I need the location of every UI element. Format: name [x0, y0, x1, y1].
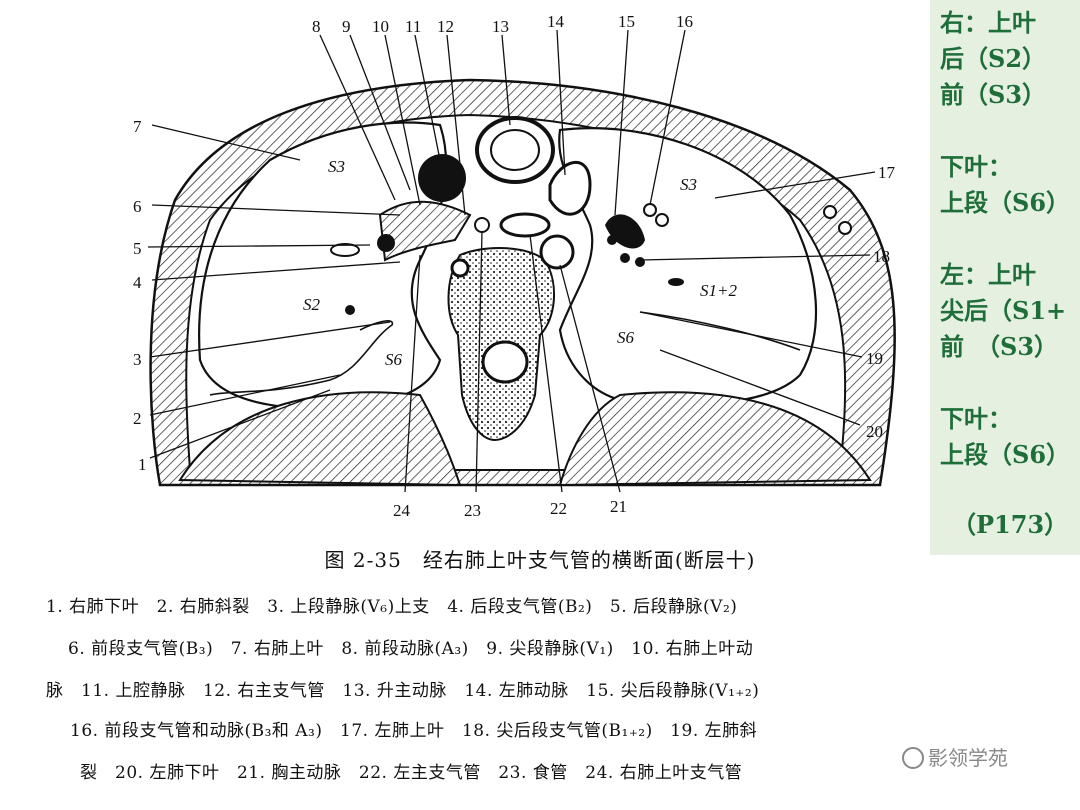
- callout-18: 18: [873, 247, 890, 266]
- callout-22: 22: [550, 499, 567, 518]
- callout-14: 14: [547, 12, 565, 31]
- callout-9: 9: [342, 17, 351, 36]
- side-note-line: 右：上叶: [940, 8, 1036, 37]
- side-note-line: 左：上叶: [940, 260, 1036, 289]
- callout-12: 12: [437, 17, 454, 36]
- region-label-s6-right: S6: [385, 350, 403, 369]
- callout-3: 3: [133, 350, 142, 369]
- callout-8: 8: [312, 17, 321, 36]
- segment-notes-panel: 右：上叶 后（S2） 前（S3） 下叶： 上段（S6） 左：上叶 尖后（S1+ …: [930, 0, 1080, 555]
- esophagus: [474, 217, 490, 233]
- callout-5: 5: [133, 239, 142, 258]
- thoracic-aorta: [539, 234, 575, 270]
- legend-line: 16. 前段支气管和动脉(B₃和 A₃) 17. 左肺上叶 18. 尖后段支气管…: [70, 721, 758, 741]
- callout-19: 19: [866, 349, 883, 368]
- side-note-line: 下叶：: [940, 152, 1012, 181]
- legend-line: 6. 前段支气管(B₃) 7. 右肺上叶 8. 前段动脉(A₃) 9. 尖段静脉…: [68, 639, 754, 659]
- side-note-line: 后（S2）: [940, 44, 1047, 73]
- page-reference: （P173）: [952, 510, 1069, 539]
- callout-23: 23: [464, 501, 481, 520]
- legend-line: 裂 20. 左肺下叶 21. 胸主动脉 22. 左主支气管 23. 食管 24.…: [80, 763, 743, 783]
- callout-6: 6: [133, 197, 142, 216]
- callout-24: 24: [393, 501, 411, 520]
- region-label-s3-right: S3: [328, 157, 345, 176]
- legend-line: 1. 右肺下叶 2. 右肺斜裂 3. 上段静脉(V₆)上支 4. 后段支气管(B…: [46, 597, 738, 617]
- watermark: 影领学苑: [902, 742, 1008, 771]
- figure-caption: 图 2-35 经右肺上叶支气管的横断面(断层十): [324, 548, 756, 572]
- region-label-s3-left: S3: [680, 175, 697, 194]
- callout-13: 13: [492, 17, 509, 36]
- callout-16: 16: [676, 12, 693, 31]
- cross-section-diagram: S3 S3 S2 S6 S1+2 S6 1 2 3 4 5 6 7 8 9: [133, 12, 896, 520]
- side-note-line: 前 （S3）: [940, 332, 1059, 361]
- anatomy-figure: S3 S3 S2 S6 S1+2 S6 1 2 3 4 5 6 7 8 9: [133, 12, 896, 520]
- legend-line: 脉 11. 上腔静脉 12. 右主支气管 13. 升主动脉 14. 左肺动脉 1…: [46, 681, 760, 701]
- wechat-icon: [902, 747, 924, 769]
- region-label-s6-left: S6: [617, 328, 635, 347]
- svc: [418, 154, 466, 202]
- side-note-line: 上段（S6）: [940, 440, 1071, 469]
- region-label-s1-2: S1+2: [700, 281, 737, 300]
- region-label-s2: S2: [303, 295, 321, 314]
- side-note-line: 尖后（S1+: [940, 296, 1067, 325]
- callout-11: 11: [405, 17, 421, 36]
- callout-7: 7: [133, 117, 142, 136]
- callout-21: 21: [610, 497, 627, 516]
- callout-4: 4: [133, 273, 142, 292]
- callout-10: 10: [372, 17, 389, 36]
- callout-1: 1: [138, 455, 147, 474]
- callout-17: 17: [878, 163, 896, 182]
- callout-2: 2: [133, 409, 142, 428]
- callout-20: 20: [866, 422, 883, 441]
- side-note-line: 上段（S6）: [940, 188, 1071, 217]
- callout-15: 15: [618, 12, 635, 31]
- left-main-bronchus: [499, 212, 551, 238]
- watermark-text: 影领学苑: [928, 746, 1008, 770]
- side-note-line: 下叶：: [940, 404, 1012, 433]
- side-note-line: 前（S3）: [940, 80, 1047, 109]
